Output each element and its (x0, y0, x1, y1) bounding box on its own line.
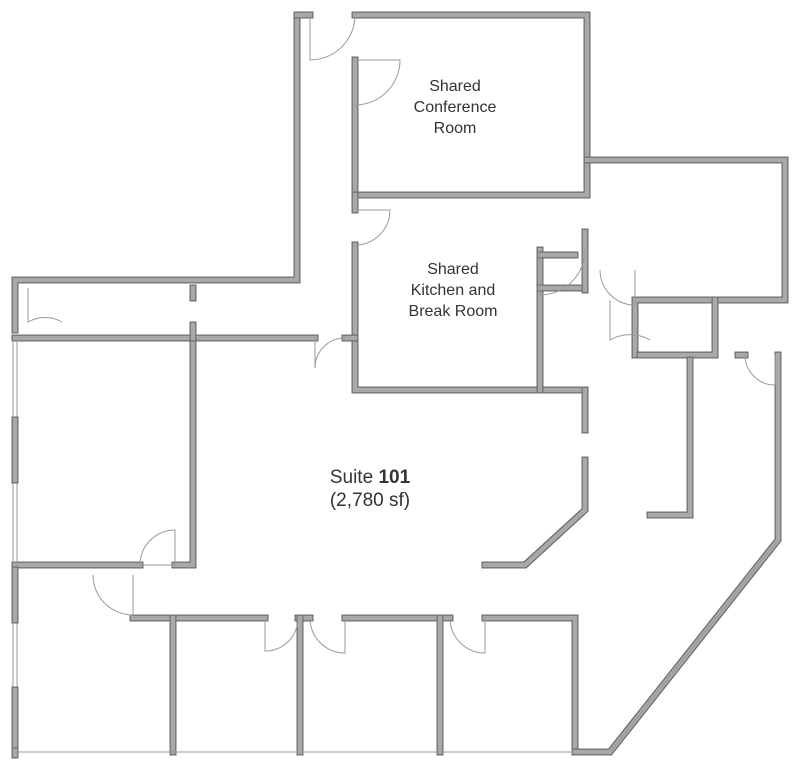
conference-room-label: Shared Conference Room (390, 76, 520, 139)
label-line: Shared (429, 78, 481, 95)
door-swing (354, 59, 401, 106)
door-swing (314, 337, 346, 369)
wall (171, 334, 197, 569)
door-swing (139, 529, 176, 566)
wall (636, 296, 719, 359)
wall (637, 297, 718, 358)
wall (12, 12, 300, 333)
label-line: Room (433, 120, 477, 137)
suite-area: (2,780 sf) (329, 490, 411, 511)
wall (583, 156, 789, 359)
door-swing (539, 249, 586, 296)
wall (11, 11, 301, 334)
wall (482, 457, 588, 568)
suite-name: Suite (329, 467, 374, 488)
wall (646, 356, 694, 519)
window (609, 539, 779, 753)
label-line: Shared (427, 261, 479, 278)
door-swing (609, 300, 651, 341)
suite-title: Suite 101 (290, 466, 450, 489)
windows (11, 340, 779, 753)
doors (27, 14, 776, 654)
wall (352, 242, 588, 393)
wall (172, 335, 196, 568)
door-swing (309, 617, 346, 654)
door-swing (449, 617, 486, 654)
door-swing (27, 288, 63, 323)
wall (482, 615, 578, 755)
label-line: Kitchen and (410, 282, 496, 299)
door-swing (92, 574, 134, 616)
wall (647, 357, 693, 518)
kitchen-label: Shared Kitchen and Break Room (388, 259, 518, 322)
door-swing (354, 209, 391, 246)
wall (481, 614, 579, 756)
wall (584, 157, 788, 358)
label-line: Break Room (408, 303, 498, 320)
wall (571, 351, 782, 756)
wall (572, 352, 781, 755)
door-swing (744, 354, 776, 386)
suite-number: 101 (378, 467, 411, 488)
door-swing (599, 269, 636, 306)
wall (352, 12, 590, 198)
label-line: Conference (413, 99, 497, 116)
suite-label: Suite 101 (2,780 sf) (290, 466, 450, 512)
door-swing (264, 617, 299, 652)
wall (481, 456, 589, 569)
door-swing (309, 14, 356, 61)
